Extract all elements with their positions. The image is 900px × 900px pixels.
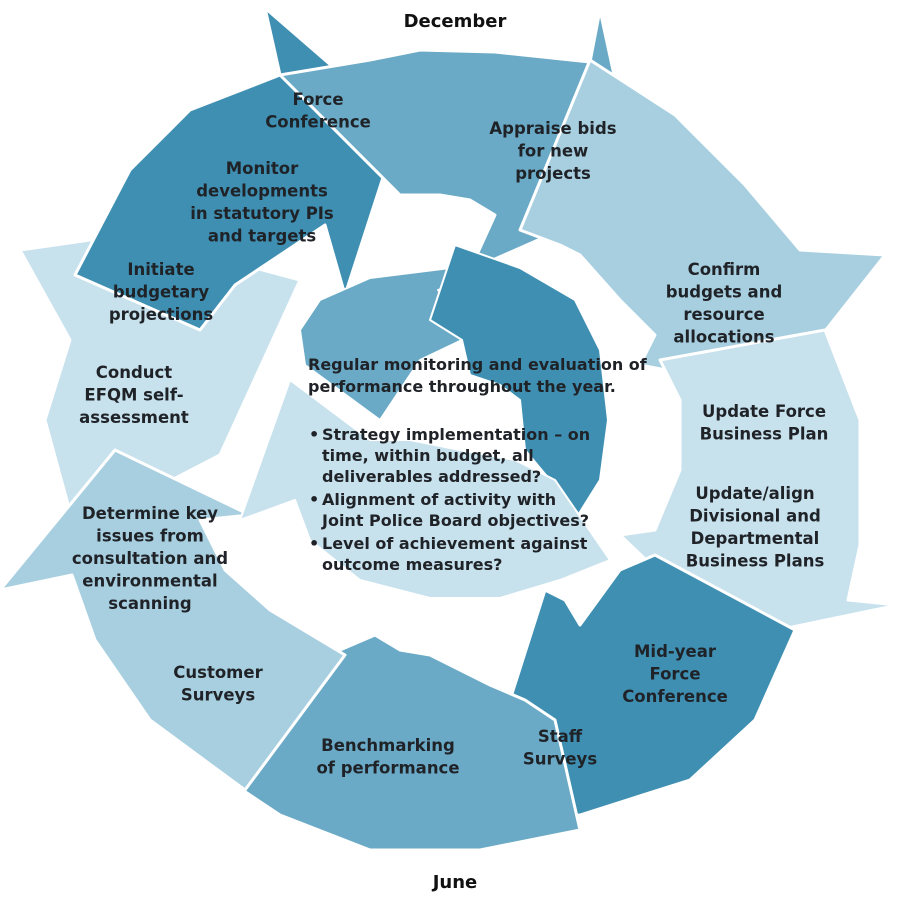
center-intro: Regular monitoring and evaluation of perf… bbox=[308, 355, 648, 396]
text-line: Alignment of activity with bbox=[322, 490, 556, 509]
text-line: environmental bbox=[82, 572, 217, 591]
text-line: in statutory PIs bbox=[190, 204, 334, 223]
text-line: Update Force bbox=[702, 402, 826, 421]
text-line: Force bbox=[292, 90, 343, 109]
text-line: projects bbox=[515, 164, 591, 183]
text-line: Regular monitoring and evaluation of bbox=[308, 355, 648, 374]
text-line: consultation and bbox=[72, 549, 228, 568]
text-line: Appraise bids bbox=[489, 119, 616, 138]
outer-ring bbox=[0, 6, 900, 852]
text-line: Confirm bbox=[688, 260, 761, 279]
bullet-symbol: • bbox=[309, 490, 319, 509]
text-line: Strategy implementation – on bbox=[322, 425, 590, 444]
text-line: Business Plan bbox=[700, 425, 829, 444]
month-label-top: December bbox=[404, 11, 507, 32]
text-line: Conduct bbox=[96, 363, 173, 382]
swirl-segment-lower bbox=[239, 379, 611, 599]
text-line: Initiate bbox=[127, 260, 194, 279]
text-line: issues from bbox=[96, 527, 204, 546]
text-line: for new bbox=[518, 142, 589, 161]
text-line: and targets bbox=[208, 227, 316, 246]
text-line: allocations bbox=[673, 328, 774, 347]
text-line: Monitor bbox=[226, 159, 299, 178]
text-line: Update/align bbox=[695, 484, 814, 503]
bullet-item: Strategy implementation – on time, within… bbox=[322, 425, 590, 486]
text-line: outcome measures? bbox=[322, 555, 502, 574]
text-line: Surveys bbox=[181, 686, 255, 705]
text-line: performance throughout the year. bbox=[308, 377, 616, 396]
bullet-item: Level of achievement against outcome meas… bbox=[322, 534, 588, 574]
text-line: Conference bbox=[265, 113, 371, 132]
text-line: Surveys bbox=[523, 750, 597, 769]
text-line: Level of achievement against bbox=[322, 534, 588, 553]
text-line: of performance bbox=[316, 759, 459, 778]
text-line: Joint Police Board objectives? bbox=[321, 511, 589, 530]
label-initiate-budgetary: Initiate budgetary projections bbox=[109, 260, 214, 324]
label-monitor-developments: Monitor developments in statutory PIs and t… bbox=[190, 159, 334, 246]
center-text: Regular monitoring and evaluation of perf… bbox=[308, 355, 648, 574]
text-line: Divisional and bbox=[689, 507, 821, 526]
label-confirm-budgets: Confirm budgets and resource allocations bbox=[666, 260, 783, 347]
text-line: Determine key bbox=[82, 504, 218, 523]
label-determine-key-issues: Determine key issues from consultation and… bbox=[72, 504, 228, 613]
label-benchmarking: Benchmarking of performance bbox=[316, 736, 459, 778]
text-line: Staff bbox=[538, 727, 583, 746]
text-line: resource bbox=[683, 305, 764, 324]
label-appraise-bids: Appraise bids for new projects bbox=[489, 119, 616, 183]
text-line: budgetary bbox=[113, 283, 210, 302]
text-line: Conference bbox=[622, 687, 728, 706]
text-line: budgets and bbox=[666, 283, 783, 302]
text-line: developments bbox=[196, 182, 328, 201]
text-line: Mid-year bbox=[634, 642, 717, 661]
text-line: Force bbox=[649, 665, 700, 684]
text-line: Departmental bbox=[691, 529, 820, 548]
text-line: projections bbox=[109, 305, 214, 324]
text-line: Business Plans bbox=[686, 552, 825, 571]
inner-swirl bbox=[239, 244, 611, 599]
text-line: scanning bbox=[108, 594, 191, 613]
text-line: time, within budget, all bbox=[322, 446, 534, 465]
text-line: Benchmarking bbox=[321, 736, 455, 755]
arrow-bottom-right bbox=[488, 553, 797, 824]
text-line: assessment bbox=[79, 408, 189, 427]
text-line: deliverables addressed? bbox=[322, 467, 541, 486]
text-line: Customer bbox=[173, 663, 263, 682]
bullet-symbol: • bbox=[309, 425, 319, 444]
text-line: EFQM self- bbox=[84, 386, 183, 405]
month-label-bottom: June bbox=[431, 872, 478, 893]
bullet-symbol: • bbox=[309, 534, 319, 553]
